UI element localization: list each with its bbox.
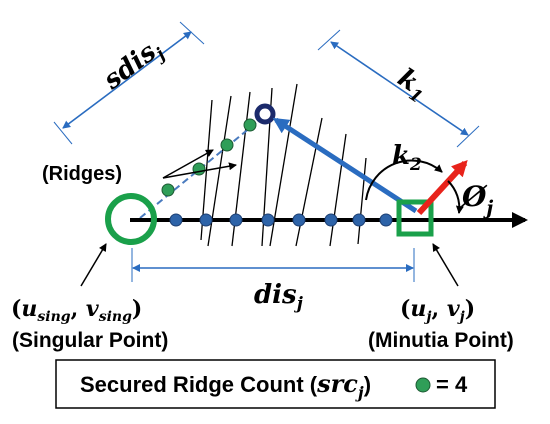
minutia-point-label: (Minutia Point) xyxy=(368,329,514,352)
green-dot xyxy=(220,138,234,152)
minutia-pointer-arrow xyxy=(432,243,459,287)
singular-point-label: (Singular Point) xyxy=(12,329,168,352)
axis-dot xyxy=(229,213,243,227)
axis-dot xyxy=(352,213,366,227)
dis-label: disj xyxy=(254,280,304,314)
k1-dimension xyxy=(317,29,480,148)
axis-dots xyxy=(169,213,393,227)
sdis-label: sdisj xyxy=(97,33,170,99)
legend-text: Secured Ridge Count (srcj) xyxy=(80,369,371,402)
orientation-arrow xyxy=(416,160,468,216)
k2-angle-arc xyxy=(365,159,443,201)
singular-coords-label: (using, vsing) xyxy=(11,296,142,325)
phi-angle-arc xyxy=(447,180,464,214)
ridges-callout xyxy=(162,149,237,179)
green-dot xyxy=(192,162,206,176)
projected-point-ring xyxy=(254,103,276,125)
axis-dot xyxy=(261,213,275,227)
legend-count: = 4 xyxy=(436,372,468,397)
k1-label: k1 xyxy=(390,63,434,108)
sdis-dimension xyxy=(53,21,205,145)
ridges-label: (Ridges) xyxy=(42,163,122,185)
legend-box: Secured Ridge Count (srcj) = 4 xyxy=(55,359,496,409)
legend-green-dot xyxy=(415,377,431,393)
ridge-line xyxy=(329,133,347,247)
axis-dot xyxy=(169,213,183,227)
axis-dot xyxy=(324,213,338,227)
ridge-line xyxy=(357,157,367,245)
k2-label: k2 xyxy=(392,141,422,175)
axis-dot xyxy=(199,213,213,227)
minutia-point-square xyxy=(396,199,434,237)
minutia-coords-label: (uj, vj) xyxy=(400,296,475,325)
dis-dimension xyxy=(131,248,415,282)
phi-label: Øj xyxy=(460,180,493,219)
k1-vector-arrow xyxy=(272,117,418,214)
axis-dot xyxy=(292,213,306,227)
green-dot xyxy=(243,118,257,132)
green-dot xyxy=(161,183,175,197)
singular-pointer-arrow xyxy=(80,243,107,287)
singular-point-circle xyxy=(105,193,157,245)
axis-dot xyxy=(379,213,393,227)
